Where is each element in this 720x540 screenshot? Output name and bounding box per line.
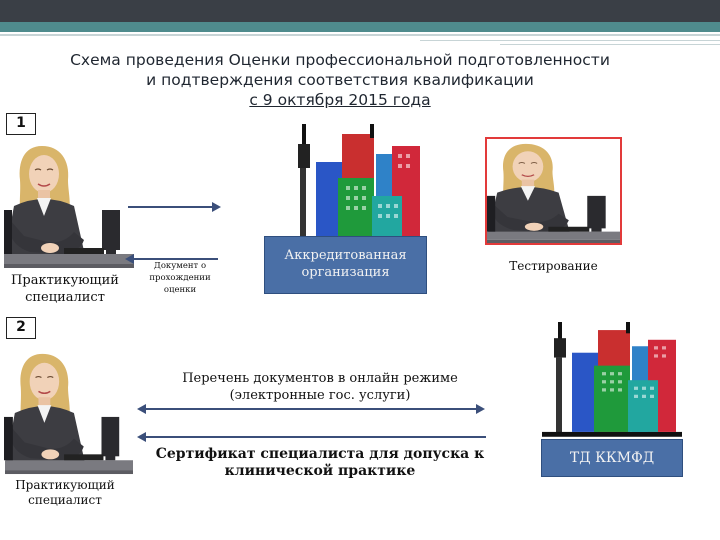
header-rule [0,34,720,36]
arrow-left-icon [137,432,486,442]
step-2-person-label: Практикующий специалист [0,478,130,508]
testing-image-frame [482,137,622,245]
org-label-line-2: организация [301,265,390,280]
person-at-computer-icon [482,143,621,244]
step-1-number: 1 [6,113,36,135]
document-label-line-1: Документ о [153,261,207,271]
step-1-person-label-line-2: специалист [25,290,105,305]
step-2-person-label-line-1: Практикующий [15,478,115,492]
header-rule-shorter [500,44,720,45]
header-bar [0,0,720,32]
header-rule-short [420,40,720,41]
page-title: Схема проведения Оценки профессиональной… [20,50,660,110]
testing-label: Тестирование [509,259,598,273]
header-accent-stripe [0,22,720,32]
arrow-right-icon [128,202,221,212]
title-line-3: с 9 октября 2015 года [249,91,431,109]
document-label-line-3: оценки [163,285,197,295]
online-docs-label-line-2: (электронные гос. услуги) [229,388,411,403]
step-1-person-label: Практикующий специалист [0,272,130,306]
document-label-line-2: прохождении [149,273,211,283]
title-line-2: и подтверждения соответствия квалификаци… [146,71,534,89]
document-label: Документ о прохождении оценки [140,260,220,296]
certificate-label-line-2: клинической практике [224,463,416,479]
title-line-1: Схема проведения Оценки профессиональной… [70,51,610,69]
certificate-label: Сертификат специалиста для допуска к кли… [140,446,500,480]
arrow-left-icon [125,254,218,264]
step-2-number: 2 [6,317,36,339]
person-at-desk-icon [4,353,134,475]
city-buildings-icon [542,322,682,437]
online-docs-label-line-1: Перечень документов в онлайн режиме [182,371,458,386]
org-label-line-1: Аккредитованная [284,248,407,263]
td-kkmfd-box: ТД ККМФД [541,439,683,477]
person-at-desk-icon [4,145,134,269]
online-docs-label: Перечень документов в онлайн режиме (эле… [150,370,490,404]
certificate-label-line-1: Сертификат специалиста для допуска к [155,446,485,462]
step-1-person-label-line-1: Практикующий [11,273,119,288]
double-arrow-icon [137,404,485,414]
accredited-organization-box: Аккредитованная организация [264,236,427,294]
step-2-person-label-line-2: специалист [28,493,102,507]
